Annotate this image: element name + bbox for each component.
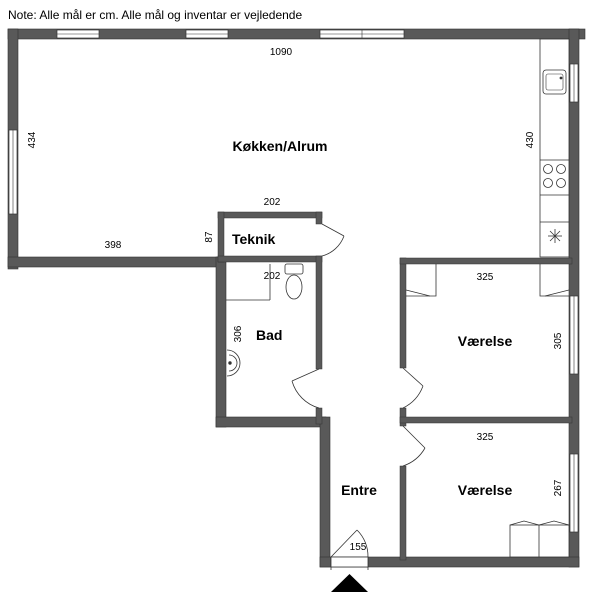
room-label-kitchen: Køkken/Alrum bbox=[233, 138, 328, 154]
toilet-icon bbox=[284, 263, 304, 300]
wall-entrance-left bbox=[319, 416, 331, 568]
door-bath bbox=[291, 368, 320, 409]
fridge-icon bbox=[548, 229, 562, 243]
door-bedroom-bottom bbox=[402, 425, 426, 467]
room-label-entrance: Entre bbox=[341, 482, 377, 498]
wardrobes bbox=[405, 264, 570, 558]
kitchen-sink-icon bbox=[542, 69, 567, 95]
dimension-bedroom-bottom-height: 267 bbox=[553, 479, 564, 496]
wall-bath-right-lower bbox=[315, 407, 323, 425]
plan-note: Note: Alle mål er cm. Alle mål og invent… bbox=[8, 8, 302, 22]
dimension-bath-width: 202 bbox=[264, 271, 281, 282]
wall-exterior-bottom bbox=[319, 556, 580, 568]
room-label-bedroom-bottom: Værelse bbox=[458, 482, 513, 498]
wall-bedroom-top bbox=[399, 257, 573, 265]
dimension-technical-width: 202 bbox=[264, 197, 281, 208]
doors bbox=[291, 223, 426, 570]
room-label-bathroom: Bad bbox=[256, 327, 282, 343]
door-technical bbox=[321, 223, 345, 257]
kitchen-counter bbox=[539, 38, 570, 258]
dimension-kitchen-left-height: 434 bbox=[27, 131, 38, 148]
dimension-kitchen-lower-width: 398 bbox=[105, 240, 122, 251]
dimension-bedroom-top-width: 325 bbox=[477, 272, 494, 283]
wall-technical-right-top bbox=[315, 211, 323, 225]
wall-bedroom-left-upper bbox=[399, 257, 407, 369]
dimension-kitchen-right-height: 430 bbox=[525, 131, 536, 148]
room-label-technical: Teknik bbox=[232, 231, 276, 247]
washbasin-icon bbox=[226, 349, 241, 377]
wall-technical-bottom bbox=[217, 255, 323, 263]
dimension-kitchen-width: 1090 bbox=[270, 47, 293, 58]
wall-technical-top bbox=[217, 211, 323, 219]
wall-bath-bottom bbox=[215, 416, 327, 428]
wall-bath-left bbox=[215, 256, 227, 428]
wall-kitchen-bottom-left bbox=[7, 256, 223, 268]
entrance-arrow-icon bbox=[331, 574, 368, 592]
dimension-technical-height: 87 bbox=[204, 231, 215, 243]
dimension-bath-height: 306 bbox=[233, 325, 244, 342]
stove-icon bbox=[543, 164, 566, 188]
door-bedroom-top bbox=[402, 367, 424, 409]
wall-bath-right-upper bbox=[315, 255, 323, 370]
dimension-bedroom-top-height: 305 bbox=[553, 332, 564, 349]
dimension-entrance-width: 155 bbox=[350, 542, 367, 553]
dimension-bedroom-bottom-width: 325 bbox=[477, 432, 494, 443]
room-label-bedroom-top: Værelse bbox=[458, 333, 513, 349]
wall-technical-left bbox=[217, 211, 225, 263]
bathroom-fixtures bbox=[226, 263, 304, 377]
wall-between-bedrooms bbox=[399, 416, 573, 424]
wall-bedroom-left-lower bbox=[399, 465, 407, 561]
windows bbox=[8, 29, 579, 533]
door-entrance bbox=[330, 529, 369, 570]
